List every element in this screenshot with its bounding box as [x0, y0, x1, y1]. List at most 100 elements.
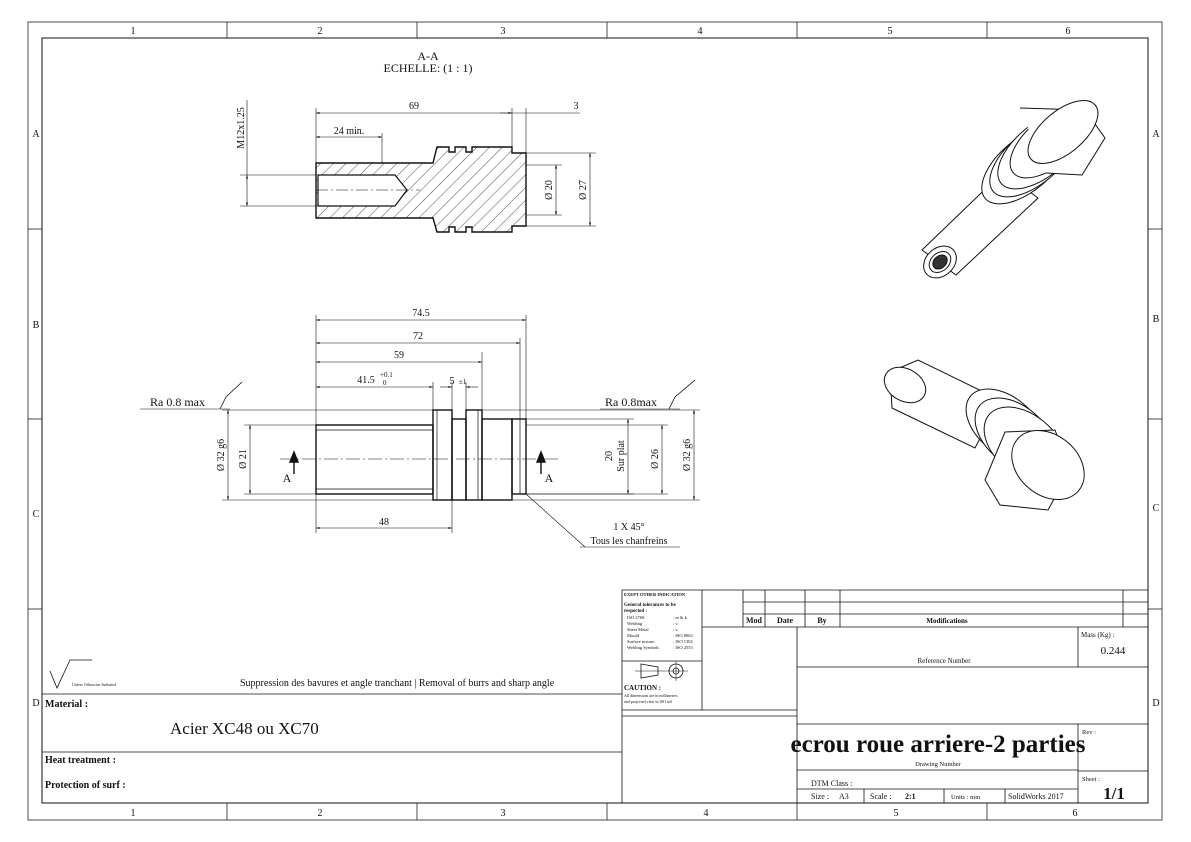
row-left-c: C [33, 509, 40, 520]
drawing-title: ecrou roue arriere-2 parties [790, 731, 1085, 758]
material-label: Material : [45, 699, 88, 710]
tol-row-value: : ISO 2553 [673, 645, 694, 650]
zone-ticks [28, 22, 1162, 820]
mass-value: 0.244 [1101, 645, 1126, 657]
scale-label: Scale : [870, 792, 892, 801]
unless-note: Unless Otherwise Indicated [72, 682, 116, 687]
title-block-grid [42, 589, 1148, 803]
row-right-c: C [1153, 503, 1160, 514]
dim-d32-left: Ø 32 g6 [216, 439, 227, 471]
dim-flat-label: Sur plat [616, 440, 627, 472]
tol-5: ±1 [459, 378, 467, 386]
shaft-section [315, 424, 434, 495]
roughness-right: Ra 0.8max [605, 395, 657, 409]
deburr-note: Suppression des bavures et angle trancha… [240, 678, 555, 689]
zone-top-1: 1 [131, 26, 136, 37]
tol-row-key: Welding Symbols [627, 645, 659, 650]
dim-d21: Ø 21 [238, 449, 249, 469]
tol-row-value: : m & k [673, 615, 688, 620]
rev-col-by: By [817, 616, 826, 625]
tol-row-value: : v [673, 621, 678, 626]
tol-row-key: ISO 2768 [627, 615, 645, 620]
except-note: EXEPT OTHER INDICATION [624, 592, 686, 597]
dim-3: 3 [574, 101, 579, 112]
zone-bottom-2: 2 [318, 808, 323, 819]
section-view: A-A ECHELLE: (1 : 1) 69 3 24 min. [236, 49, 596, 233]
projection-symbol-icon [635, 661, 688, 681]
rev-col-date: Date [777, 616, 793, 625]
zone-bottom-6: 6 [1073, 808, 1078, 819]
dim-flat-20: 20 [604, 451, 615, 461]
dim-72: 72 [413, 331, 423, 342]
zone-bottom-4: 4 [704, 808, 709, 819]
iso-view-top [921, 100, 1106, 279]
section-bore [317, 174, 408, 207]
dim-d26: Ø 26 [650, 449, 661, 469]
general-tol-2: respected : [624, 609, 647, 614]
tol-row-key: Welding [627, 621, 643, 626]
chamfer-note: Tous les chanfreins [590, 536, 667, 547]
section-title: A-A [417, 49, 439, 63]
zone-top-5: 5 [888, 26, 893, 37]
sheet-value: 1/1 [1103, 784, 1125, 803]
section-scale: ECHELLE: (1 : 1) [384, 61, 473, 75]
caution-label: CAUTION : [624, 684, 661, 692]
dim-69: 69 [409, 101, 419, 112]
zone-top-2: 2 [318, 26, 323, 37]
cut-marker-left: A [283, 471, 292, 485]
dim-d20: Ø 20 [544, 180, 555, 200]
dim-59: 59 [394, 350, 404, 361]
zone-top-6: 6 [1066, 26, 1071, 37]
tol-row-value: : ISO 8062 [673, 633, 693, 638]
dim-d32-right: Ø 32 g6 [682, 439, 693, 471]
sheet-label: Sheet : [1082, 776, 1100, 783]
roughness-left: Ra 0.8 max [150, 395, 205, 409]
row-right-d: D [1152, 698, 1159, 709]
tol-plus: +0.1 [380, 371, 393, 379]
units-label: Units : mm [951, 794, 980, 801]
dim-5: 5 [450, 376, 455, 387]
mass-label: Mass (Kg) : [1081, 631, 1114, 639]
zone-bottom-1: 1 [131, 808, 136, 819]
scale-value: 2:1 [905, 792, 916, 801]
size-label: Size : [811, 792, 829, 801]
cut-marker-right: A [545, 471, 554, 485]
caution-line-1: All dimensions are in millimeters [624, 693, 678, 698]
dim-41-5: 41.5 [357, 375, 375, 386]
row-left-d: D [32, 698, 39, 709]
roughness-symbol-icon [49, 659, 92, 689]
general-tol-1: General tolerances to be [624, 603, 677, 608]
zone-bottom-3: 3 [501, 808, 506, 819]
outer-border [27, 21, 1163, 821]
protection-label: Protection of surf : [45, 780, 126, 791]
end-face [511, 418, 527, 495]
hex-section [481, 418, 513, 501]
zone-top-4: 4 [698, 26, 703, 37]
dim-48: 48 [379, 517, 389, 528]
rev-col-modifications: Modifications [926, 617, 967, 625]
thread-label: M12x1.25 [236, 107, 247, 148]
row-left-a: A [32, 129, 40, 140]
rev-col-mod: Mod [746, 616, 763, 625]
row-right-b: B [1153, 314, 1160, 325]
tol-row-value: : ISO 1302 [673, 639, 693, 644]
size-value: A3 [839, 792, 849, 801]
zone-bottom-5: 5 [894, 808, 899, 819]
groove [451, 418, 467, 501]
iso-view-bottom [883, 359, 1085, 511]
tol-row-value: : v [673, 627, 678, 632]
material-value: Acier XC48 ou XC70 [170, 719, 319, 738]
dim-74-5: 74.5 [412, 308, 430, 319]
dtm-class-label: DTM Class : [811, 779, 852, 788]
tol-row-key: Surface texture [627, 639, 654, 644]
drawing-number-label: Drawing Number [915, 761, 962, 768]
row-right-a: A [1152, 129, 1160, 140]
tol-zero: 0 [383, 379, 387, 387]
dim-d27: Ø 27 [578, 180, 589, 200]
tol-row-key: Mould [627, 633, 640, 638]
reference-number-label: Reference Number [917, 657, 971, 665]
main-view: A A [140, 308, 700, 548]
inner-border [41, 37, 1149, 804]
software-label: SolidWorks 2017 [1008, 792, 1064, 801]
